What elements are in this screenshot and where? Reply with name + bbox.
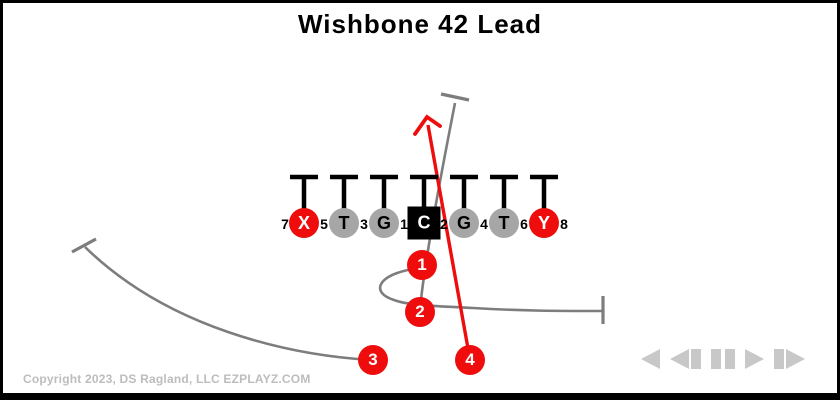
step-forward-triangle-icon bbox=[786, 349, 805, 369]
lineman-block-marks bbox=[290, 174, 558, 209]
hole-number-8: 8 bbox=[560, 216, 568, 232]
play-canvas bbox=[71, 92, 605, 362]
lineman-c: C bbox=[407, 206, 441, 240]
play-icon bbox=[745, 349, 764, 369]
page-title: Wishbone 42 Lead bbox=[297, 9, 543, 39]
playback-controls bbox=[631, 349, 805, 369]
lineman-g: G bbox=[449, 208, 479, 238]
back-4: 4 bbox=[455, 345, 485, 375]
hole-number-5: 5 bbox=[320, 216, 328, 232]
step-back-triangle-icon bbox=[670, 349, 689, 369]
route-qb-reverse-pivot bbox=[378, 267, 603, 313]
lineman-y: Y bbox=[529, 208, 559, 238]
route-fullback-lead-block-cap bbox=[440, 92, 470, 102]
route-ballcarrier-4 bbox=[426, 124, 471, 355]
hole-number-7: 7 bbox=[281, 216, 289, 232]
step-back-bar-icon bbox=[691, 349, 701, 369]
step-forward-button[interactable] bbox=[774, 349, 805, 369]
route-halfback3-block-left bbox=[84, 246, 372, 362]
lineman-x: X bbox=[289, 208, 319, 238]
hole-number-4: 4 bbox=[480, 216, 488, 232]
back-2: 2 bbox=[405, 297, 435, 327]
step-back-button[interactable] bbox=[670, 349, 701, 369]
back-1: 1 bbox=[407, 250, 437, 280]
hole-number-3: 3 bbox=[360, 216, 368, 232]
play-button[interactable] bbox=[745, 349, 764, 369]
hole-number-2: 2 bbox=[440, 216, 448, 232]
lineman-g: G bbox=[369, 208, 399, 238]
route-group bbox=[71, 92, 605, 362]
lineman-t: T bbox=[329, 208, 359, 238]
route-halfback3-block-cap bbox=[71, 237, 97, 254]
pause-button[interactable] bbox=[711, 349, 735, 369]
skip-back-button[interactable] bbox=[641, 349, 660, 369]
hole-number-1: 1 bbox=[400, 216, 408, 232]
step-forward-bar-icon bbox=[774, 349, 784, 369]
pause-bar-right-icon bbox=[725, 349, 735, 369]
hole-number-6: 6 bbox=[520, 216, 528, 232]
lineman-t: T bbox=[489, 208, 519, 238]
pause-bar-left-icon bbox=[711, 349, 721, 369]
copyright-text: Copyright 2023, DS Ragland, LLC EZPLAYZ.… bbox=[23, 372, 311, 386]
ballcarrier-arrowhead-icon bbox=[413, 114, 442, 136]
skip-back-icon bbox=[641, 349, 660, 369]
back-3: 3 bbox=[358, 345, 388, 375]
